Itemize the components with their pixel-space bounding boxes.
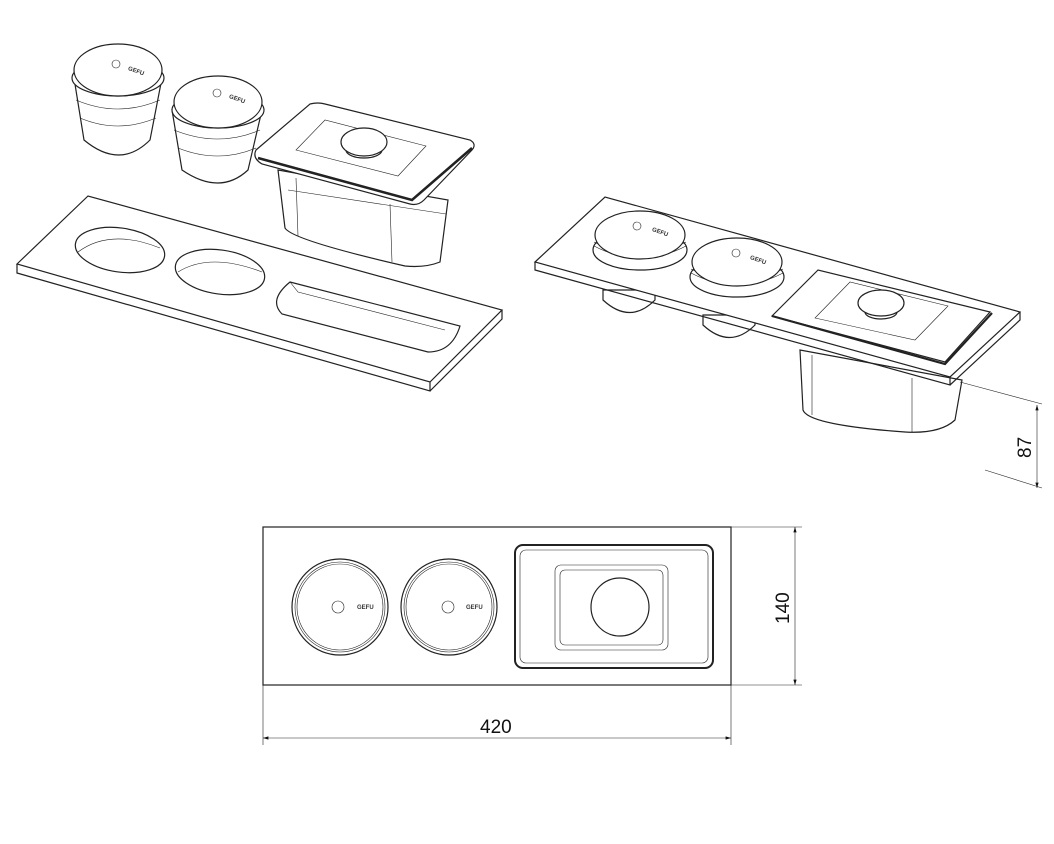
- container-top: [514, 544, 714, 669]
- cup-lid-1: GEFU: [592, 210, 688, 271]
- cup-1: GEFU: [71, 43, 165, 156]
- exploded-isometric-view: GEFU GEFU: [15, 43, 504, 392]
- dimension-depth: 140: [731, 526, 802, 686]
- gefu-logo: GEFU: [228, 94, 246, 105]
- gefu-logo: GEFU: [466, 605, 483, 611]
- gefu-logo: GEFU: [749, 255, 767, 266]
- container-lid-assembled: [770, 269, 993, 366]
- cup-2: GEFU: [171, 75, 265, 184]
- tray-exploded: [15, 195, 504, 392]
- cup-hole-2: [174, 248, 266, 296]
- cup-lid-2: GEFU: [689, 237, 785, 298]
- cup-top-2: GEFU: [400, 558, 498, 656]
- dimension-depth-label: 140: [773, 592, 794, 624]
- gefu-logo: GEFU: [127, 66, 145, 77]
- lid-knob: [857, 289, 905, 317]
- cup-top-1: GEFU: [291, 558, 389, 656]
- assembled-isometric-view: GEFU GEFU 87: [533, 196, 1043, 489]
- gefu-logo: GEFU: [651, 227, 669, 238]
- dimension-width-label: 420: [480, 717, 512, 738]
- dimension-width: 420: [262, 685, 732, 745]
- container-with-lid: [254, 102, 475, 268]
- dimension-height-label: 87: [1015, 437, 1036, 458]
- cup-hole-1: [74, 226, 166, 274]
- container-hole: [275, 281, 461, 353]
- top-view: GEFU GEFU 140 420: [262, 526, 802, 745]
- dimension-height: 87: [959, 381, 1043, 489]
- gefu-logo: GEFU: [357, 605, 374, 611]
- lid-knob: [340, 127, 388, 157]
